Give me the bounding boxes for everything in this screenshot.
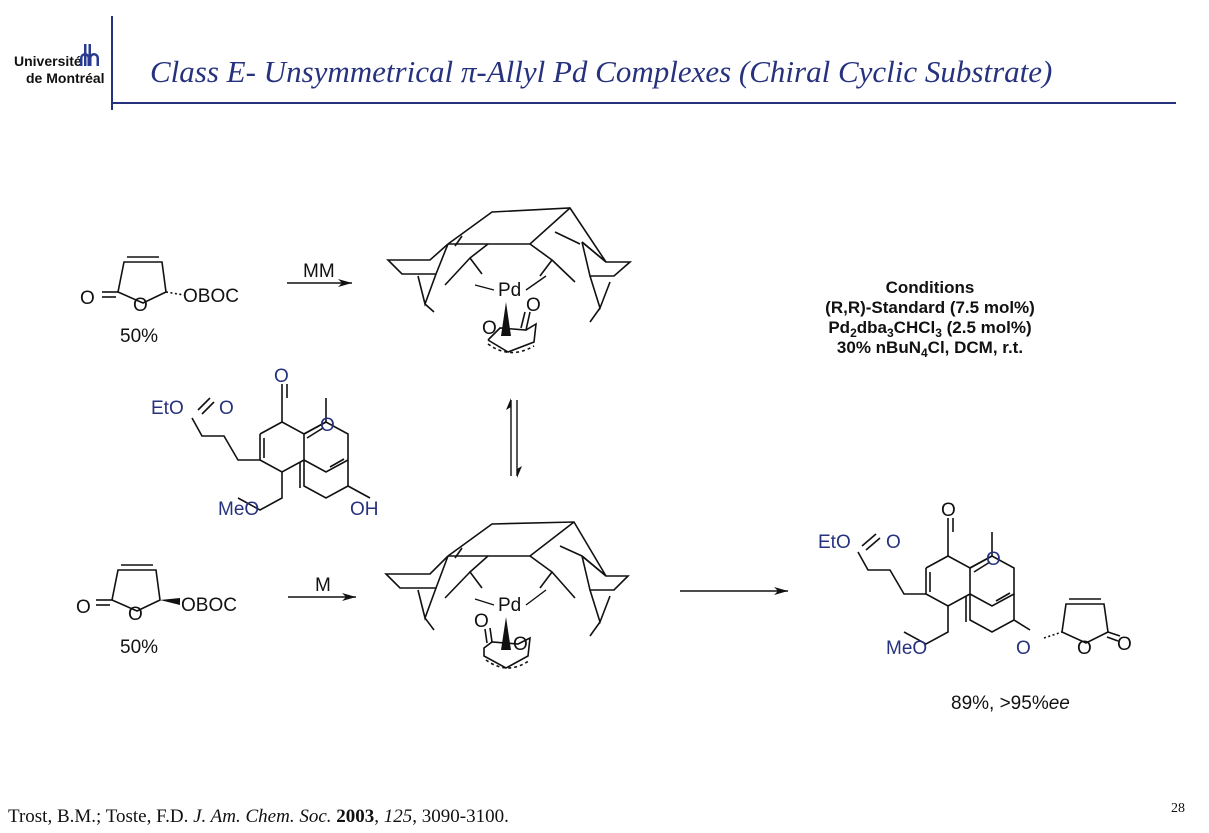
- top-substrate-percent: 50%: [120, 326, 158, 347]
- equilibrium-arrows: [506, 398, 522, 478]
- nucleophile-meo: MeO: [218, 499, 259, 520]
- bottom-substrate-leaving-group: OBOC: [181, 595, 237, 616]
- bottom-reaction-arrow: M: [288, 575, 356, 601]
- logo-emblem-icon: [80, 44, 99, 66]
- nucleophile-coumarin: EtO O O O MeO OH: [151, 366, 379, 520]
- product-meo: MeO: [886, 638, 927, 659]
- nucleophile-eto: EtO: [151, 398, 184, 419]
- nucleophile-oh: OH: [350, 499, 379, 520]
- product-lactone-o: O: [941, 500, 956, 521]
- bottom-substrate: O O OBOC 50%: [76, 564, 237, 658]
- top-pd-complex: Pd O O: [386, 207, 633, 354]
- product-eto: EtO: [818, 532, 851, 553]
- top-reaction-arrow: MM: [287, 261, 352, 287]
- bottom-arrow-label: M: [315, 575, 331, 596]
- conditions-title: Conditions: [886, 278, 975, 297]
- bottom-complex-o-carbonyl: O: [474, 611, 489, 632]
- bottom-complex-o-ring: O: [513, 634, 528, 655]
- logo-line-1: Université: [14, 53, 82, 69]
- bottom-substrate-percent: 50%: [120, 637, 158, 658]
- top-substrate-carbonyl-o: O: [80, 288, 95, 309]
- product-furan-o: O: [1077, 638, 1092, 659]
- nucleophile-ring-o: O: [320, 415, 335, 436]
- top-substrate: O O OBOC 50%: [80, 256, 239, 347]
- top-substrate-leaving-group: OBOC: [183, 286, 239, 307]
- product-reaction-arrow: [680, 587, 788, 595]
- top-complex-metal: Pd: [498, 280, 521, 301]
- product-link-o: O: [1016, 638, 1031, 659]
- nucleophile-lactone-o: O: [274, 366, 289, 387]
- bottom-pd-complex: Pd O O: [384, 521, 630, 669]
- bottom-complex-metal: Pd: [498, 595, 521, 616]
- conditions-line-2: Pd2dba3CHCl3 (2.5 mol%): [828, 318, 1031, 340]
- bottom-substrate-carbonyl-o: O: [76, 597, 91, 618]
- university-logo: Université de Montréal: [14, 44, 105, 86]
- product-ring-o: O: [986, 549, 1001, 570]
- conditions-line-3: 30% nBuN4Cl, DCM, r.t.: [837, 338, 1023, 360]
- logo-line-2: de Montréal: [26, 70, 105, 86]
- product-carbonyl-o: O: [1117, 634, 1132, 655]
- top-complex-o-ring: O: [482, 318, 497, 339]
- page-title: Class E- Unsymmetrical π-Allyl Pd Comple…: [150, 54, 1052, 89]
- page-number: 28: [1171, 801, 1185, 816]
- product-ester-o: O: [886, 532, 901, 553]
- conditions-box: Conditions (R,R)-Standard (7.5 mol%) Pd2…: [825, 278, 1035, 360]
- product-yield: 89%, >95%ee: [951, 693, 1070, 714]
- conditions-line-1: (R,R)-Standard (7.5 mol%): [825, 298, 1035, 317]
- nucleophile-ester-o: O: [219, 398, 234, 419]
- top-arrow-label: MM: [303, 261, 335, 282]
- top-substrate-ring-o: O: [133, 295, 148, 316]
- product-structure: EtO O O O MeO O O O 89%, >95%ee: [818, 500, 1132, 714]
- bottom-substrate-ring-o: O: [128, 604, 143, 625]
- reference-citation: Trost, B.M.; Toste, F.D. J. Am. Chem. So…: [8, 806, 509, 827]
- top-complex-o-carbonyl: O: [526, 295, 541, 316]
